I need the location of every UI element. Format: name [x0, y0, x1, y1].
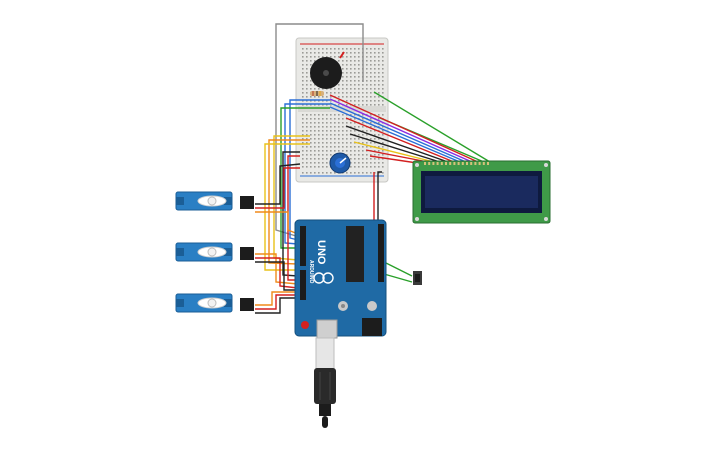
button-wires [373, 171, 413, 283]
lcd-wires [329, 91, 491, 165]
microcontroller-chip [346, 226, 364, 282]
usb-port [316, 319, 338, 339]
usb-cable-icon [314, 337, 336, 428]
buzzer-icon [310, 51, 345, 89]
lcd-icon [412, 160, 551, 224]
board-name-label: UNO [315, 240, 327, 265]
reset-button [301, 321, 309, 329]
resistor-icon [310, 91, 324, 96]
servo-wires [255, 163, 301, 314]
board-brand-label: ARDUINO [308, 260, 314, 283]
servo-icon [175, 242, 254, 262]
arduino-uno-board: UNO ARDUINO [294, 219, 387, 339]
servo-icon [175, 293, 254, 313]
potentiometer-icon [329, 152, 351, 174]
servo-icon [175, 191, 254, 211]
power-jack [362, 318, 382, 336]
pushbutton-icon [413, 271, 422, 285]
